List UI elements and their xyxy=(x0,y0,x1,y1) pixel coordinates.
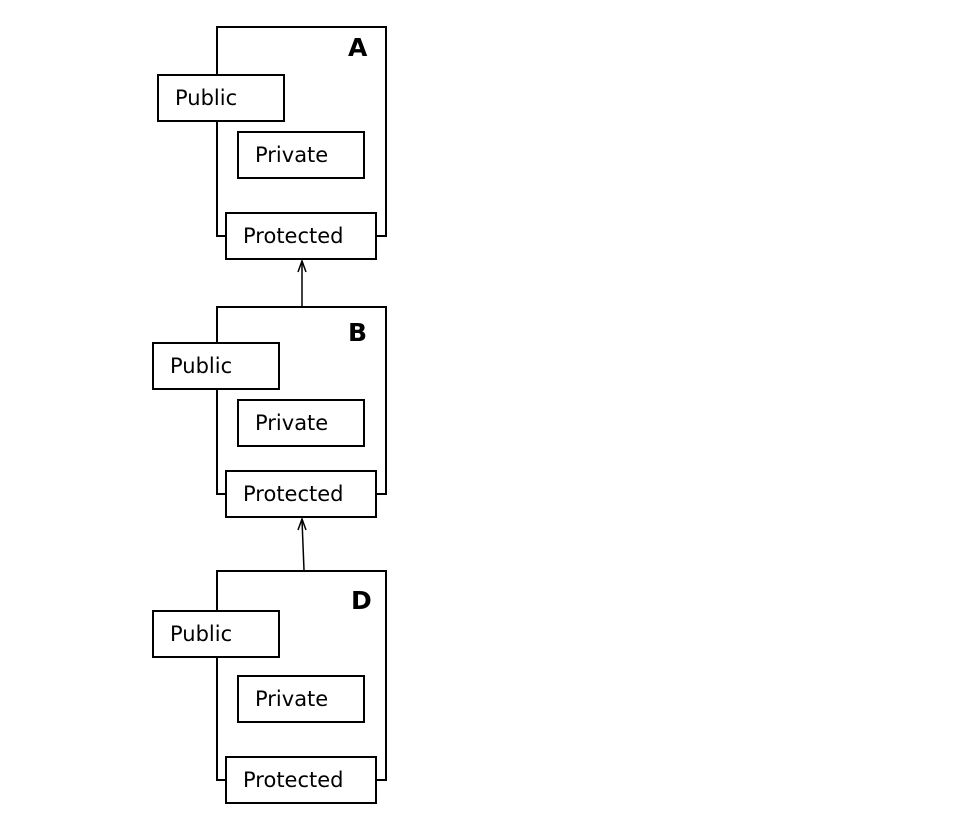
class-b-protected-box: Protected xyxy=(225,470,377,518)
class-b-title: B xyxy=(348,318,368,347)
class-d-private-box: Private xyxy=(237,675,365,723)
class-d-title: D xyxy=(351,586,372,615)
class-a-protected-box: Protected xyxy=(225,212,377,260)
arrow-d-to-b xyxy=(297,516,307,571)
class-b-private-box: Private xyxy=(237,399,365,447)
class-d-public-box: Public xyxy=(152,610,280,658)
class-a-public-box: Public xyxy=(157,74,285,122)
arrow-b-to-a xyxy=(297,258,307,306)
class-d-protected-box: Protected xyxy=(225,756,377,804)
class-a-private-box: Private xyxy=(237,131,365,179)
class-b-public-box: Public xyxy=(152,342,280,390)
class-a-title: A xyxy=(348,33,368,62)
